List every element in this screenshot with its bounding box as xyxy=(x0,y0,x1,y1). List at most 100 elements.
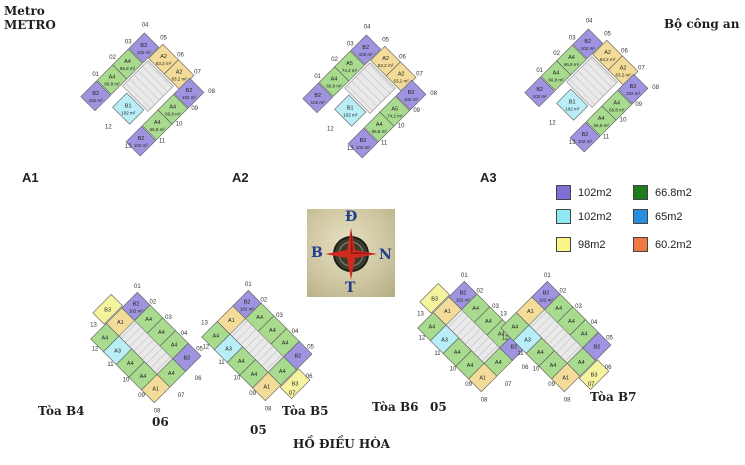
apartment-number: 09 xyxy=(635,102,642,108)
bo-cong-an-label: Bộ công an xyxy=(664,17,740,31)
svg-text:102 m²: 102 m² xyxy=(581,46,596,51)
apartment-number: 08 xyxy=(208,89,215,95)
legend-label: 98m2 xyxy=(578,238,606,251)
apartment-number: 11 xyxy=(517,351,524,357)
unit-a4: A4 xyxy=(156,358,186,388)
apartment-number: 12 xyxy=(419,335,426,341)
svg-text:74,2 m²: 74,2 m² xyxy=(342,68,358,73)
apartment-number: 05 xyxy=(606,335,613,341)
apartment-number: 03 xyxy=(125,40,132,46)
apartment-number: 04 xyxy=(181,331,188,337)
svg-text:A4: A4 xyxy=(109,75,116,81)
apartment-number: 10 xyxy=(620,118,627,124)
apartment-number: 10 xyxy=(176,122,183,128)
svg-text:A4: A4 xyxy=(578,360,585,366)
apartment-number: 01 xyxy=(544,273,551,279)
svg-text:A4: A4 xyxy=(256,315,263,321)
apartment-number: 12 xyxy=(105,124,112,130)
svg-text:A4: A4 xyxy=(145,317,152,323)
apartment-number: 13 xyxy=(347,146,354,152)
apartment-number: 03 xyxy=(492,304,499,310)
svg-text:A1: A1 xyxy=(444,309,451,315)
svg-text:A5: A5 xyxy=(391,106,398,112)
apartment-number: 12 xyxy=(502,335,509,341)
legend-label: 60.2m2 xyxy=(655,238,692,251)
apartment-number: 09 xyxy=(138,393,145,399)
apartment-number: 05 xyxy=(307,344,314,350)
unit-b3: B3 xyxy=(578,359,610,390)
svg-text:B2: B2 xyxy=(460,291,467,297)
svg-text:A1: A1 xyxy=(117,320,124,326)
apartment-number: 11 xyxy=(107,362,114,368)
apartment-number: 09 xyxy=(191,106,198,112)
svg-text:A4: A4 xyxy=(555,306,562,312)
svg-text:66,8 m²: 66,8 m² xyxy=(594,123,610,128)
apartment-number: 07 xyxy=(638,65,645,71)
apartment-number: 02 xyxy=(553,51,560,57)
svg-text:A4: A4 xyxy=(537,350,544,356)
svg-text:A4: A4 xyxy=(568,55,575,61)
apartment-number: 10 xyxy=(450,366,457,372)
svg-text:102 m²: 102 m² xyxy=(539,298,554,303)
legend-label: 65m2 xyxy=(655,210,683,223)
svg-text:66,8 m²: 66,8 m² xyxy=(609,107,625,112)
svg-text:66,8 m²: 66,8 m² xyxy=(120,66,136,71)
apartment-number: 04 xyxy=(591,320,598,326)
apartment-number: 07 xyxy=(289,391,296,397)
svg-text:B3: B3 xyxy=(431,296,438,302)
svg-text:B2: B2 xyxy=(360,138,367,144)
ho-dieu-hoa-label: HỒ ĐIỀU HÒA xyxy=(293,437,390,451)
svg-text:B2: B2 xyxy=(584,39,591,45)
apartment-number: 09 xyxy=(249,391,256,397)
svg-text:102 m²: 102 m² xyxy=(240,307,255,312)
svg-text:102 m²: 102 m² xyxy=(565,107,580,112)
unit-a4: A4 xyxy=(566,347,596,377)
apartment-number: 09 xyxy=(548,382,555,388)
legend-item-orange: 60.2m2 xyxy=(633,237,692,252)
svg-text:66,8 m²: 66,8 m² xyxy=(326,84,342,89)
compass-east: N xyxy=(379,247,392,263)
svg-text:A1: A1 xyxy=(562,376,569,382)
compass-west: B xyxy=(311,245,323,261)
legend-item-cyan: 102m2 xyxy=(556,209,612,224)
svg-text:B2: B2 xyxy=(183,355,190,361)
apartment-number: 02 xyxy=(261,298,268,304)
svg-text:A4: A4 xyxy=(553,71,560,77)
apartment-number: 12 xyxy=(327,126,334,132)
apartment-number: 02 xyxy=(331,57,338,63)
svg-text:A1: A1 xyxy=(228,318,235,324)
legend-label: 102m2 xyxy=(578,186,612,199)
unit-a4: A4 xyxy=(483,347,513,377)
legend-item-purple: 102m2 xyxy=(556,185,612,200)
apartment-number: 13 xyxy=(125,144,132,150)
svg-text:A4: A4 xyxy=(613,100,620,106)
svg-text:A4: A4 xyxy=(251,372,258,378)
apartment-number: 12 xyxy=(92,346,99,352)
svg-text:102 m²: 102 m² xyxy=(626,91,641,96)
apartment-number: 11 xyxy=(434,351,441,357)
apartment-number: 06 xyxy=(605,365,612,371)
tower-a2-label: A2 xyxy=(232,170,249,185)
apartment-number: 13 xyxy=(201,320,208,326)
svg-text:A4: A4 xyxy=(472,306,479,312)
compass-star-icon xyxy=(325,228,377,280)
svg-text:A4: A4 xyxy=(550,363,557,369)
svg-text:A3: A3 xyxy=(114,348,121,354)
svg-text:B2: B2 xyxy=(314,93,321,99)
apartment-number: 11 xyxy=(381,141,388,147)
svg-text:A2: A2 xyxy=(620,66,627,72)
svg-text:102 m²: 102 m² xyxy=(404,97,419,102)
svg-text:66,8 m²: 66,8 m² xyxy=(564,62,580,67)
legend-label: 66.8m2 xyxy=(655,186,692,199)
